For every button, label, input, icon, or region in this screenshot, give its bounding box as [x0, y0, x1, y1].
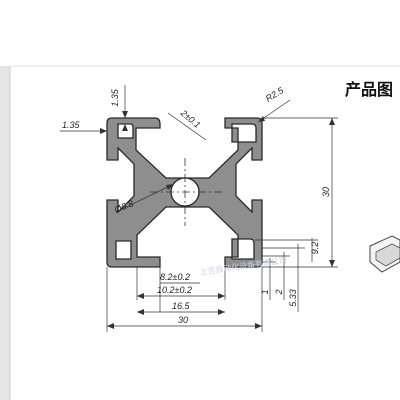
dimension-arrows: [100, 111, 335, 329]
dim-depth-1: 1: [260, 289, 270, 294]
dim-slot-opening: 8.2±0.2: [160, 272, 190, 282]
page-title: 产品图: [345, 80, 393, 99]
page-margin: [0, 66, 10, 400]
dim-slot-inner: 10.2±0.2: [157, 285, 192, 295]
dim-total-width: 30: [178, 315, 188, 325]
dim-depth-4: 9.2: [310, 242, 320, 255]
profile-3d-view: [369, 235, 400, 273]
company-watermark: 上吉自动化设备有限公司: [199, 255, 288, 277]
dim-corner-radius: R2.5: [264, 85, 286, 104]
dim-slot-wall: 2±0.1: [178, 107, 202, 130]
dim-left-wall: 1.35: [62, 120, 81, 130]
dim-top-wall: 1.35: [110, 88, 120, 107]
dimension-lines: [60, 85, 338, 332]
dim-total-height: 30: [321, 187, 331, 197]
dim-depth-3: 5.33: [288, 289, 298, 307]
profile-outline: [106, 117, 263, 268]
aluminium-profile: [106, 117, 263, 268]
dim-depth-2: 2: [274, 289, 284, 295]
dim-half-width: 16.5: [172, 301, 191, 311]
center-lines: [150, 158, 222, 226]
